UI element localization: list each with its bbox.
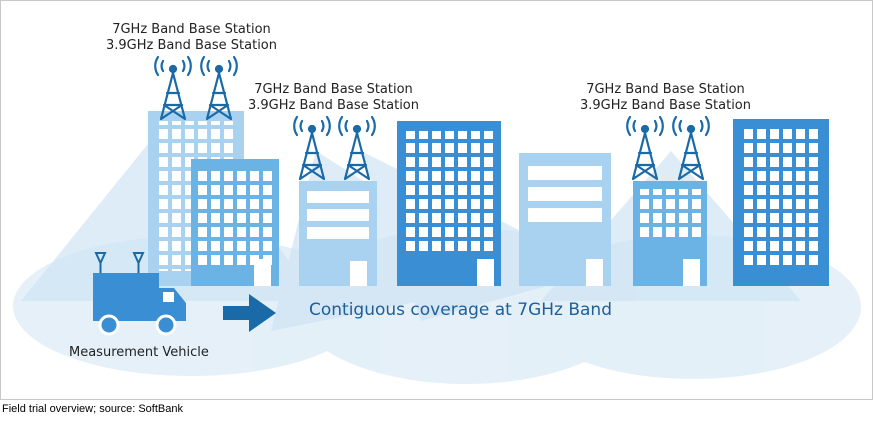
station-label-1: 7GHz Band Base Station 3.9GHz Band Base …	[106, 22, 277, 54]
building-7	[733, 119, 829, 286]
building-4	[397, 121, 501, 286]
building-5	[519, 153, 611, 286]
figure-caption: Field trial overview; source: SoftBank	[2, 403, 183, 415]
field-trial-diagram	[13, 55, 861, 384]
vehicle-icon	[93, 252, 186, 336]
station-label-3-line2: 3.9GHz Band Base Station	[580, 98, 751, 113]
buildings	[148, 111, 829, 286]
station-label-2: 7GHz Band Base Station 3.9GHz Band Base …	[248, 82, 419, 114]
tower-icon	[338, 115, 376, 181]
station-label-2-line2: 3.9GHz Band Base Station	[248, 98, 419, 113]
figure-frame: 7GHz Band Base Station 3.9GHz Band Base …	[0, 0, 873, 400]
building-6	[633, 181, 707, 286]
tower-icon	[293, 115, 331, 181]
station-label-3: 7GHz Band Base Station 3.9GHz Band Base …	[580, 82, 751, 114]
building-2	[191, 159, 279, 286]
station-label-2-line1: 7GHz Band Base Station	[254, 82, 413, 97]
coverage-label: Contiguous coverage at 7GHz Band	[309, 300, 612, 320]
station-label-1-line2: 3.9GHz Band Base Station	[106, 38, 277, 53]
building-3	[299, 181, 377, 286]
tower-icon	[200, 55, 238, 121]
antenna-towers	[154, 55, 710, 181]
station-label-3-line1: 7GHz Band Base Station	[586, 82, 745, 97]
direction-arrow-icon	[223, 294, 276, 332]
tower-icon	[626, 115, 664, 181]
tower-icon	[672, 115, 710, 181]
vehicle-label: Measurement Vehicle	[69, 345, 209, 360]
tower-icon	[154, 55, 192, 121]
station-label-1-line1: 7GHz Band Base Station	[112, 22, 271, 37]
